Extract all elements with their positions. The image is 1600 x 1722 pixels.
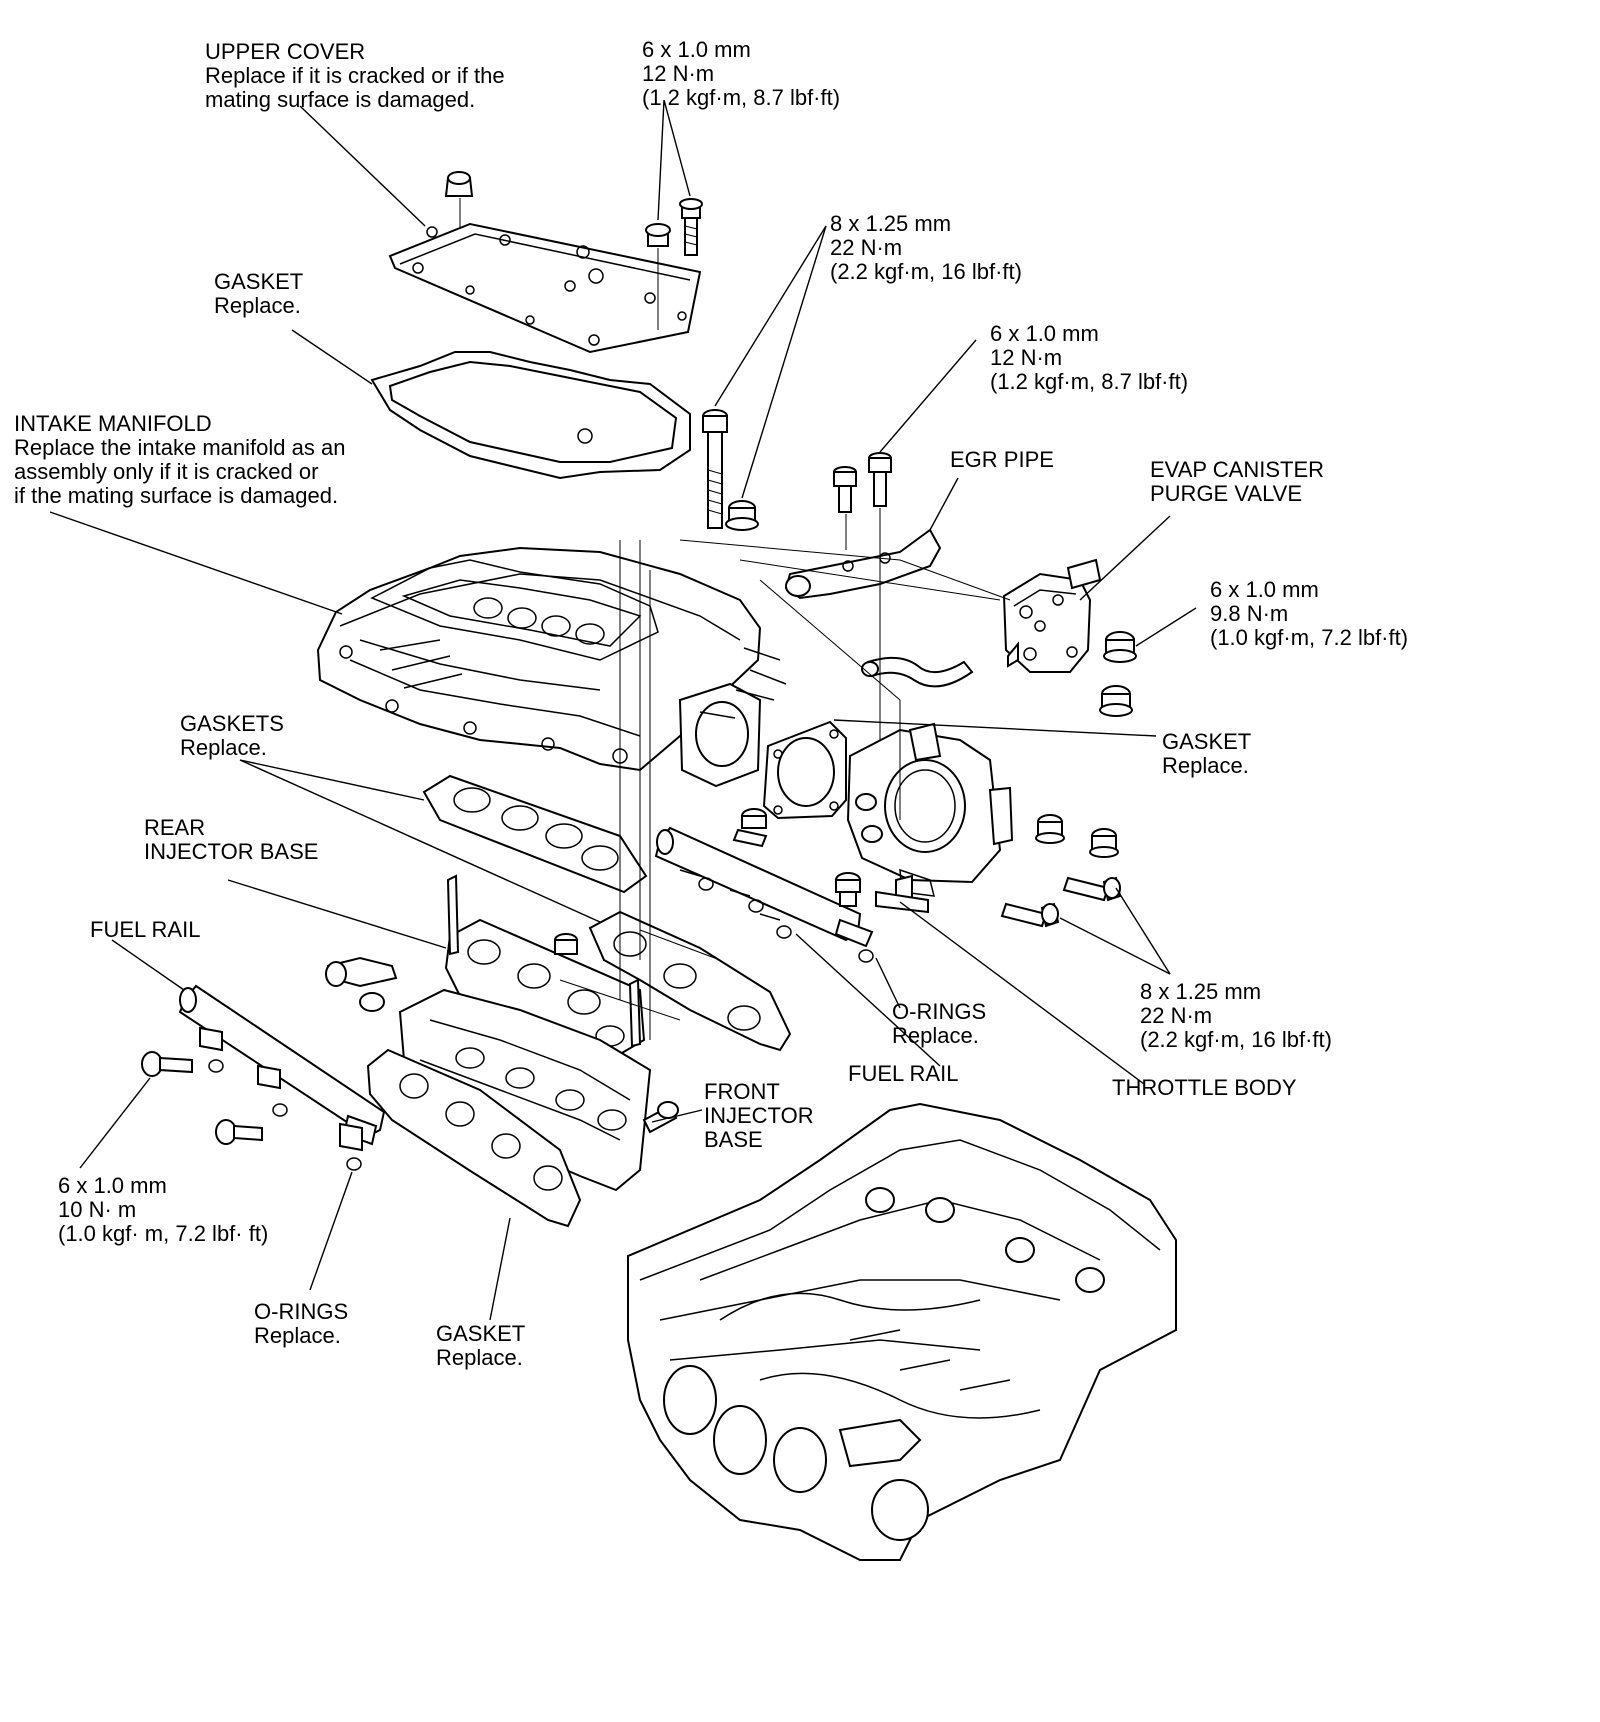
bolt-spec-egr-conv: (1.2 kgf·m, 8.7 lbf·ft) bbox=[990, 369, 1189, 394]
fuel-rail-left-part bbox=[141, 984, 386, 1171]
intake-manifold-title: INTAKE MANIFOLD bbox=[14, 411, 212, 436]
bolt-spec-evap-size: 6 x 1.0 mm bbox=[1210, 577, 1319, 602]
intake-manifold-label: INTAKE MANIFOLD Replace the intake manif… bbox=[14, 412, 345, 508]
front-injector-base-title-3: BASE bbox=[704, 1127, 763, 1152]
bolt-spec-fuel-rail-size: 6 x 1.0 mm bbox=[58, 1173, 167, 1198]
egr-bolts bbox=[833, 452, 892, 550]
gaskets-mid-note: Replace. bbox=[180, 735, 267, 760]
bolt-spec-egr-torque: 12 N·m bbox=[990, 345, 1063, 370]
intake-manifold-note-3: if the mating surface is damaged. bbox=[14, 483, 339, 508]
throttle-body-title: THROTTLE BODY bbox=[1112, 1075, 1297, 1100]
upper-cover-note-2: mating surface is damaged. bbox=[205, 87, 476, 112]
gasket-top-title: GASKET bbox=[214, 269, 304, 294]
long-bolt bbox=[702, 409, 728, 529]
gasket-upper-part bbox=[370, 351, 691, 480]
bolt-spec-long-size: 8 x 1.25 mm bbox=[830, 211, 952, 236]
o-rings-right-title: O-RINGS bbox=[892, 999, 987, 1024]
rear-injector-base-label: REAR INJECTOR BASE bbox=[144, 816, 318, 864]
evap-valve-title-1: EVAP CANISTER bbox=[1150, 457, 1325, 482]
bolt-spec-top: 6 x 1.0 mm 12 N·m (1.2 kgf·m, 8.7 lbf·ft… bbox=[642, 38, 840, 110]
rear-injector-base-title-1: REAR bbox=[144, 815, 206, 840]
bolt-spec-top-conv: (1.2 kgf·m, 8.7 lbf·ft) bbox=[642, 85, 841, 110]
gasket-bottom-title: GASKET bbox=[436, 1321, 526, 1346]
upper-cover-label: UPPER COVER Replace if it is cracked or … bbox=[205, 40, 505, 112]
gaskets-mid-title: GASKETS bbox=[180, 711, 284, 736]
evap-valve-label: EVAP CANISTER PURGE VALVE bbox=[1150, 458, 1324, 506]
throttle-body-label: THROTTLE BODY bbox=[1112, 1076, 1297, 1100]
bolt-spec-long-conv: (2.2 kgf·m, 16 lbf·ft) bbox=[830, 259, 1022, 284]
bolt-spec-evap-conv: (1.0 kgf·m, 7.2 lbf·ft) bbox=[1210, 625, 1409, 650]
front-injector-base-part bbox=[325, 956, 679, 1192]
o-rings-left-note: Replace. bbox=[254, 1323, 341, 1348]
front-injector-base-title-1: FRONT bbox=[704, 1079, 780, 1104]
gasket-bottom-note: Replace. bbox=[436, 1345, 523, 1370]
bolt-spec-long-torque: 22 N·m bbox=[830, 235, 903, 260]
engine-block-part bbox=[627, 1102, 1177, 1561]
evap-valve-title-2: PURGE VALVE bbox=[1150, 481, 1303, 506]
o-rings-left-label: O-RINGS Replace. bbox=[254, 1300, 348, 1348]
bolt-spec-top-size: 6 x 1.0 mm bbox=[642, 37, 751, 62]
gasket-top-note: Replace. bbox=[214, 293, 301, 318]
upper-cover-part bbox=[388, 222, 702, 354]
fuel-rail-center-part bbox=[654, 808, 874, 963]
fuel-rail-center-label: FUEL RAIL bbox=[848, 1062, 958, 1086]
fuel-rail-center-title: FUEL RAIL bbox=[848, 1061, 959, 1086]
gasket-top-label: GASKET Replace. bbox=[214, 270, 303, 318]
gasket-throttle-title: GASKET bbox=[1162, 729, 1252, 754]
fuel-rail-left-title: FUEL RAIL bbox=[90, 917, 201, 942]
bolt-spec-evap-torque: 9.8 N·m bbox=[1210, 601, 1289, 626]
flange-nuts-evap bbox=[1099, 631, 1137, 717]
gaskets-mid-label: GASKETS Replace. bbox=[180, 712, 284, 760]
upper-cover-title: UPPER COVER bbox=[205, 39, 366, 64]
front-injector-base-title-2: INJECTOR bbox=[704, 1103, 814, 1128]
bolt-spec-fuel-rail-torque: 10 N· m bbox=[58, 1197, 137, 1222]
bolt-spec-top-torque: 12 N·m bbox=[642, 61, 715, 86]
front-injector-base-label: FRONT INJECTOR BASE bbox=[704, 1080, 814, 1152]
assembly-guide-lines bbox=[559, 520, 1011, 1040]
bolt-spec-evap: 6 x 1.0 mm 9.8 N·m (1.0 kgf·m, 7.2 lbf·f… bbox=[1210, 578, 1408, 650]
gasket-throttle-part bbox=[762, 720, 847, 820]
fuel-rail-left-label: FUEL RAIL bbox=[90, 918, 200, 942]
evap-valve-part bbox=[1002, 558, 1102, 673]
intake-manifold-note-1: Replace the intake manifold as an bbox=[14, 435, 346, 460]
intake-manifold-part bbox=[316, 546, 787, 788]
bolt-spec-fuel-rail: 6 x 1.0 mm 10 N· m (1.0 kgf· m, 7.2 lbf·… bbox=[58, 1174, 268, 1246]
gasket-throttle-note: Replace. bbox=[1162, 753, 1249, 778]
bolt-spec-long: 8 x 1.25 mm 22 N·m (2.2 kgf·m, 16 lbf·ft… bbox=[830, 212, 1022, 284]
o-rings-right-note: Replace. bbox=[892, 1023, 979, 1048]
throttle-body-part bbox=[846, 722, 1014, 914]
o-rings-left-title: O-RINGS bbox=[254, 1299, 349, 1324]
cap-nut-top bbox=[444, 171, 474, 228]
bolts-upper-cover bbox=[645, 198, 703, 330]
flange-nut bbox=[725, 500, 759, 531]
gasket-throttle-label: GASKET Replace. bbox=[1162, 730, 1251, 778]
intake-manifold-note-2: assembly only if it is cracked or bbox=[14, 459, 319, 484]
bolt-spec-fuel-rail-conv: (1.0 kgf· m, 7.2 lbf· ft) bbox=[58, 1221, 269, 1246]
egr-pipe-part bbox=[784, 528, 942, 600]
o-rings-right-label: O-RINGS Replace. bbox=[892, 1000, 986, 1048]
upper-cover-note-1: Replace if it is cracked or if the bbox=[205, 63, 505, 88]
bolt-spec-throttle-size: 8 x 1.25 mm bbox=[1140, 979, 1262, 1004]
egr-pipe-label: EGR PIPE bbox=[950, 448, 1054, 472]
egr-pipe-title: EGR PIPE bbox=[950, 447, 1054, 472]
rear-injector-base-title-2: INJECTOR BASE bbox=[144, 839, 319, 864]
leader-lines bbox=[49, 99, 1197, 1321]
throttle-bolts bbox=[1000, 814, 1122, 928]
bolt-spec-throttle: 8 x 1.25 mm 22 N·m (2.2 kgf·m, 16 lbf·ft… bbox=[1140, 980, 1332, 1052]
bolt-spec-egr-size: 6 x 1.0 mm bbox=[990, 321, 1099, 346]
gasket-bottom-label: GASKET Replace. bbox=[436, 1322, 525, 1370]
bolt-spec-throttle-conv: (2.2 kgf·m, 16 lbf·ft) bbox=[1140, 1027, 1332, 1052]
bolt-spec-throttle-torque: 22 N·m bbox=[1140, 1003, 1213, 1028]
evap-hose bbox=[861, 656, 974, 688]
bolt-spec-egr: 6 x 1.0 mm 12 N·m (1.2 kgf·m, 8.7 lbf·ft… bbox=[990, 322, 1188, 394]
